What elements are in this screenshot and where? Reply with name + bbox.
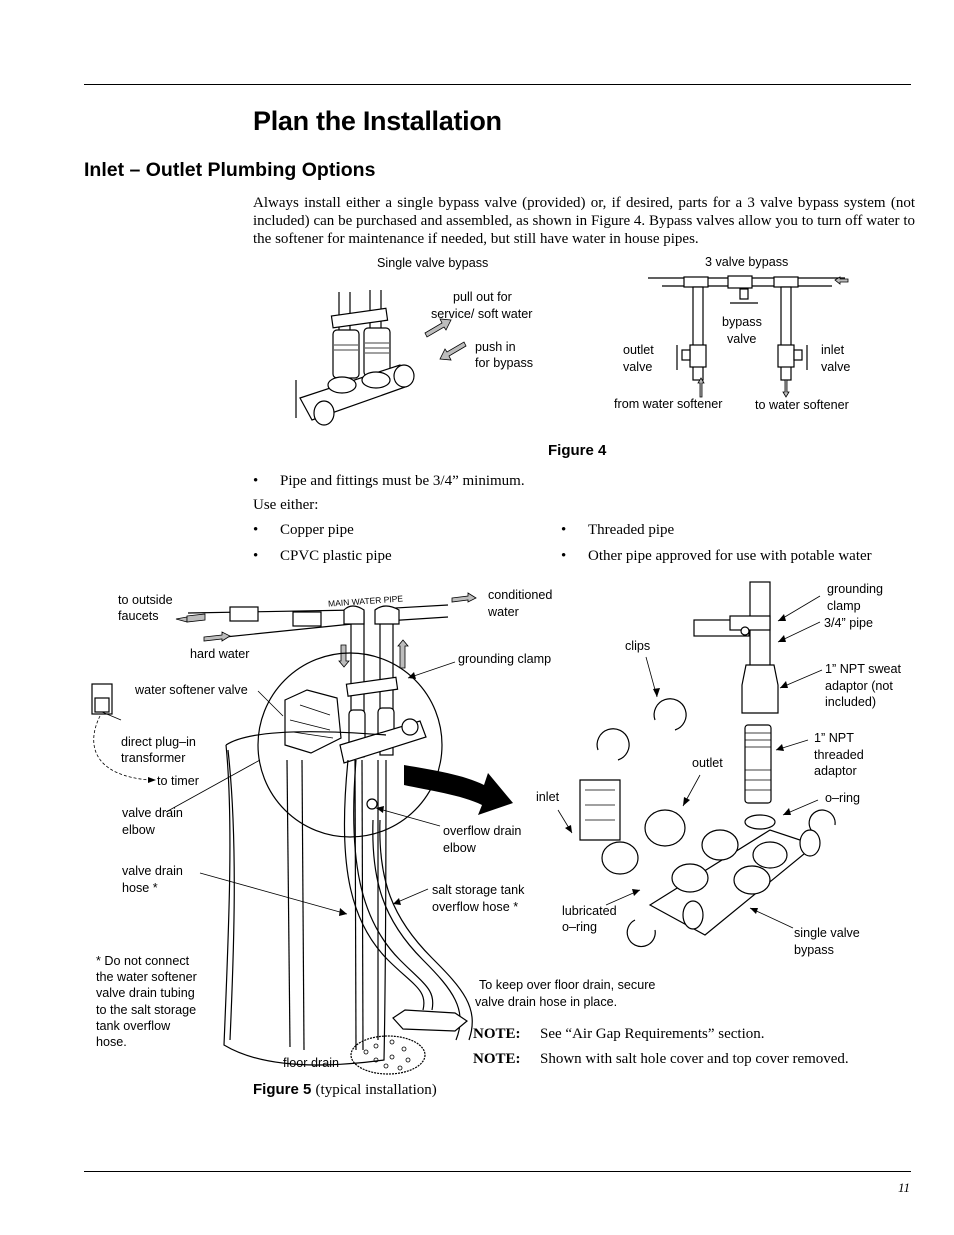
threaded-adaptor-label-1: 1” NPT [814,731,854,745]
overflow-hose-label-2: overflow hose * [432,900,519,914]
clips-label: clips [625,639,651,653]
valve-drain-elbow-label-1: valve drain [122,806,183,820]
option-threaded-pipe: •Threaded pipe [561,522,675,538]
lubricated-o-ring-label-2: o–ring [562,920,598,934]
single-valve-bypass-label-2: bypass [794,943,834,957]
overflow-hose-label-1: salt storage tank [432,883,525,897]
intro-paragraph: Always install either a single bypass va… [253,195,915,247]
page-number: 11 [898,1180,911,1195]
threaded-adaptor-label-3: adaptor [814,764,857,778]
overflow-drain-elbow-label-1: overflow drain [443,824,522,838]
top-rule [84,84,911,85]
outlet-label: outlet [692,756,723,770]
three-valve-bypass-illustration [648,275,849,398]
push-in-label-2: for bypass [475,356,534,370]
note-covers-removed: NOTE:Shown with salt hole cover and top … [473,1051,849,1067]
valve-drain-elbow-label-2: elbow [122,823,155,837]
bypass-detail-illustration [557,581,836,948]
conditioned-water-label-2: water [488,605,519,619]
sweat-adaptor-label-2: adaptor (not [825,679,893,693]
from-softener-label: from water softener [614,397,723,411]
figure5-caption: Figure 5 (typical installation) [253,1081,437,1098]
note-air-gap: NOTE:See “Air Gap Requirements” section. [473,1026,765,1042]
valve-drain-hose-label-1: valve drain [122,864,183,878]
threaded-adaptor-label-2: threaded [814,748,864,762]
figure4-caption: Figure 4 [548,442,607,459]
to-outside-faucets-label-1: to outside [118,593,173,607]
section-heading: Inlet – Outlet Plumbing Options [84,159,376,181]
outlet-valve-label-1: outlet [623,343,654,357]
use-either-label: Use either: [253,497,319,513]
inlet-valve-label-1: inlet [821,343,845,357]
valve-drain-hose-label-2: hose * [122,881,158,895]
option-other-pipe: •Other pipe approved for use with potabl… [561,548,872,564]
overflow-drain-elbow-label-2: elbow [443,841,476,855]
keep-over-drain-label-2: valve drain hose in place. [475,995,618,1009]
pipe-size-bullet: •Pipe and fittings must be 3/4” minimum. [253,473,525,489]
option-cpvc-pipe: •CPVC plastic pipe [253,548,392,564]
pull-out-label-1: pull out for [453,290,512,304]
keep-over-drain-label-1: To keep over floor drain, secure [479,978,656,992]
sweat-adaptor-label-3: included) [825,695,877,709]
page-title: Plan the Installation [253,106,502,136]
bypass-valve-label-1: bypass [722,315,762,329]
option-copper-pipe: •Copper pipe [253,522,354,538]
push-in-label-1: push in [475,340,516,354]
floor-drain-label: floor drain [283,1056,340,1070]
sweat-adaptor-label-1: 1” NPT sweat [825,662,902,676]
grounding-clamp-label: grounding clamp [458,652,552,666]
pull-out-label-2: service/ soft water [431,307,533,321]
inlet-valve-label-2: valve [821,360,851,374]
outlet-valve-label-2: valve [623,360,653,374]
hard-water-label: hard water [190,647,250,661]
softener-installation-illustration [91,592,513,1075]
warning-note: * Do not connect the water softener valv… [96,954,197,1050]
to-timer-label: to timer [157,774,199,788]
inlet-label: inlet [536,790,560,804]
bypass-valve-label-2: valve [727,332,757,346]
water-softener-valve-label: water softener valve [135,683,248,697]
three-valve-bypass-title: 3 valve bypass [705,255,789,269]
detail-grounding-clamp-label-2: clamp [827,599,861,613]
to-softener-label: to water softener [755,398,849,412]
transformer-label-1: direct plug–in [121,735,196,749]
to-outside-faucets-label-2: faucets [118,609,159,623]
lubricated-o-ring-label-1: lubricated [562,904,617,918]
single-valve-bypass-illustration [295,290,467,426]
transformer-label-2: transformer [121,751,186,765]
conditioned-water-label-1: conditioned [488,588,553,602]
bottom-rule [84,1171,911,1172]
detail-pipe-label: 3/4” pipe [824,616,874,630]
single-valve-bypass-label-1: single valve [794,926,860,940]
single-valve-bypass-title: Single valve bypass [377,256,489,270]
detail-grounding-clamp-label-1: grounding [827,582,884,596]
o-ring-label: o–ring [825,791,861,805]
